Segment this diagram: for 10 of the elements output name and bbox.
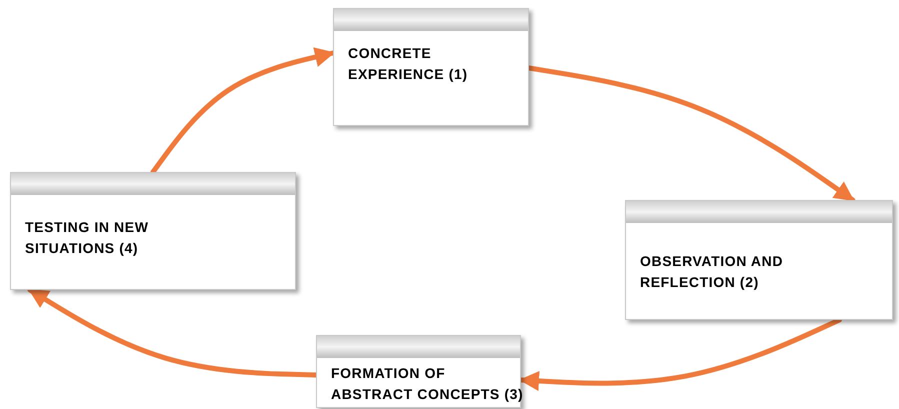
process-box — [10, 172, 296, 290]
box-label: OBSERVATION AND REFLECTION (2) — [640, 252, 784, 292]
box-label: TESTING IN NEW SITUATIONS (4) — [25, 218, 150, 258]
process-box — [316, 335, 521, 408]
box-label: FORMATION OF ABSTRACT CONCEPTS (3) — [331, 364, 524, 404]
process-box — [625, 200, 893, 320]
curved-arrow — [28, 288, 318, 378]
box-label: CONCRETE EXPERIENCE (1) — [348, 44, 469, 84]
process-box — [333, 8, 529, 126]
curved-arrow — [150, 47, 336, 174]
